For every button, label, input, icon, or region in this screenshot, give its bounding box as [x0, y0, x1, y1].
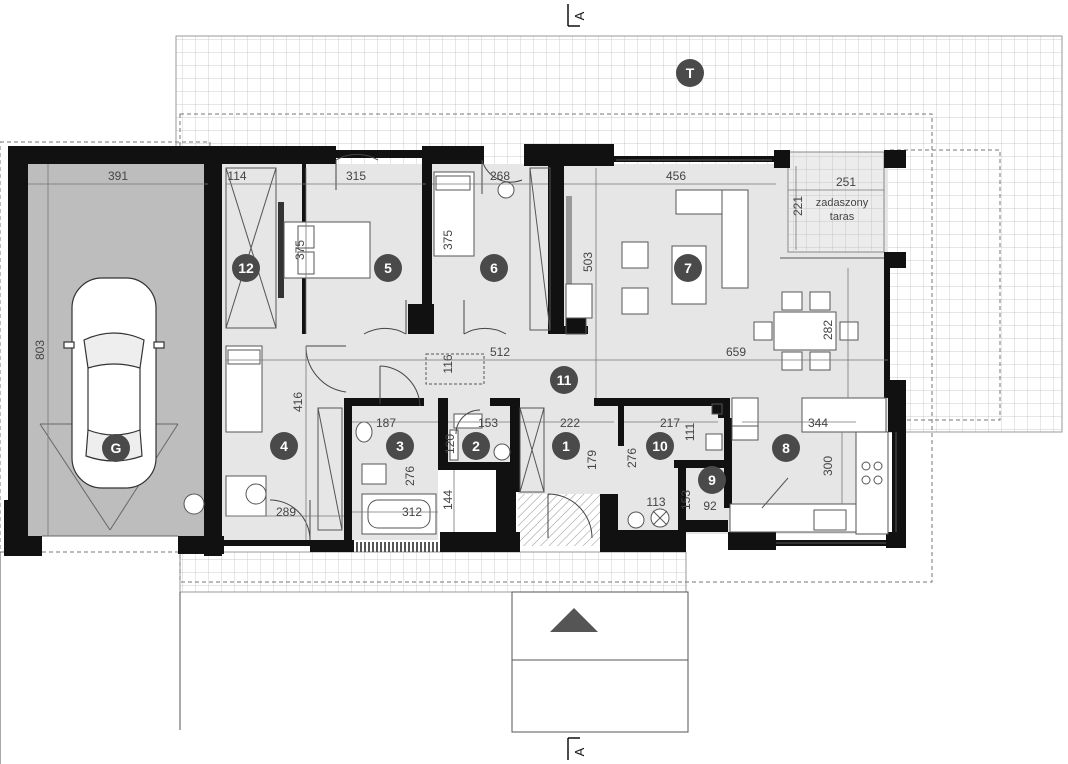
room-badge-circle — [550, 366, 578, 394]
dim-garage-width: 391 — [108, 169, 128, 183]
dim-300: 300 — [821, 456, 835, 476]
dim-289: 289 — [276, 505, 296, 519]
room-number: 11 — [557, 372, 572, 388]
dim-282: 282 — [821, 320, 835, 340]
room-number: 7 — [684, 260, 692, 276]
dim-512: 512 — [490, 345, 510, 359]
doors — [269, 153, 593, 541]
covered-terrace-label-1: zadaszony — [816, 197, 869, 209]
room-badge-1: 1 — [552, 432, 580, 460]
garage-badge: G — [102, 434, 130, 462]
dim-268: 268 — [490, 169, 510, 183]
room-badge-5: 5 — [374, 254, 402, 282]
dim-114: 114 — [227, 169, 246, 183]
room-badge-11: 11 — [550, 366, 578, 394]
dim-111: 111 — [683, 423, 697, 442]
room-badge-circle — [374, 254, 402, 282]
dim-659: 659 — [726, 345, 746, 359]
room-badge-4: 4 — [270, 432, 298, 460]
dim-375-b: 375 — [441, 230, 455, 250]
entry-vestibule — [518, 494, 602, 546]
section-mark-bottom-label: A — [572, 747, 587, 756]
furniture — [183, 167, 889, 535]
room-number: 2 — [472, 438, 480, 454]
room-badge-circle — [552, 432, 580, 460]
dim-179: 179 — [585, 450, 599, 470]
room-badge-circle — [674, 254, 702, 282]
dim-315: 315 — [346, 169, 366, 183]
dim-276-a: 276 — [403, 466, 417, 486]
entrance-walkway — [0, 552, 689, 764]
room-number: 3 — [396, 438, 404, 454]
dim-276-b: 276 — [625, 448, 639, 468]
room-number: 10 — [652, 438, 668, 454]
room-badge-12: 12 — [232, 254, 260, 282]
room-number: 8 — [782, 440, 790, 456]
dim-416: 416 — [291, 392, 305, 412]
room-badge-circle — [270, 432, 298, 460]
room-number: 9 — [708, 472, 716, 488]
room-badge-2: 2 — [462, 432, 490, 460]
room-badge-9: 9 — [698, 466, 726, 494]
dimensions: 391 803 114 315 375 375 268 456 503 251 … — [33, 169, 856, 519]
room-number: 5 — [384, 260, 392, 276]
room-number: 6 — [490, 260, 498, 276]
dim-503: 503 — [581, 252, 595, 272]
dim-116: 116 — [441, 354, 455, 373]
dim-312: 312 — [402, 505, 422, 519]
terrace-badge-label: T — [686, 65, 695, 81]
room-badge-circle — [698, 466, 726, 494]
room-badge-8: 8 — [772, 434, 800, 462]
room-badge-circle — [386, 432, 414, 460]
room-number: 4 — [280, 438, 288, 454]
dim-120: 120 — [443, 434, 457, 454]
dim-221: 221 — [791, 196, 805, 216]
covered-terrace: zadaszony taras — [787, 151, 885, 253]
front-paving-grid — [179, 551, 687, 593]
room-badge-7: 7 — [674, 254, 702, 282]
room-badge-circle — [462, 432, 490, 460]
section-mark-bottom: A — [567, 737, 587, 760]
entrance-arrow — [550, 608, 598, 632]
dim-garage-length: 803 — [33, 340, 47, 360]
dim-375-a: 375 — [293, 240, 307, 260]
dim-113: 113 — [646, 495, 665, 509]
covered-terrace-label-2: taras — [830, 211, 855, 223]
dim-222: 222 — [560, 416, 580, 430]
dim-187: 187 — [376, 416, 396, 430]
section-mark-top: A — [567, 4, 587, 27]
dim-217: 217 — [660, 416, 680, 430]
room-badge-circle — [480, 254, 508, 282]
room-badge-10: 10 — [646, 432, 674, 460]
room-badge-circle — [232, 254, 260, 282]
room-badge-circle — [772, 434, 800, 462]
room-number: 12 — [238, 260, 254, 276]
room-badge-3: 3 — [386, 432, 414, 460]
windows — [616, 159, 897, 544]
room-badge-circle — [646, 432, 674, 460]
walls — [4, 144, 906, 556]
section-mark-top-label: A — [572, 11, 587, 20]
dim-153-b: 153 — [679, 490, 693, 510]
room-number: 1 — [562, 438, 570, 454]
dim-251: 251 — [836, 175, 856, 189]
dim-153: 153 — [478, 416, 498, 430]
dim-456: 456 — [666, 169, 686, 183]
dim-92: 92 — [703, 499, 717, 513]
room-badge-6: 6 — [480, 254, 508, 282]
dim-144: 144 — [441, 490, 455, 510]
terrace-badge: T — [676, 59, 704, 87]
dim-344: 344 — [808, 416, 828, 430]
dimension-lines — [28, 164, 888, 540]
garage-badge-label: G — [111, 440, 122, 456]
